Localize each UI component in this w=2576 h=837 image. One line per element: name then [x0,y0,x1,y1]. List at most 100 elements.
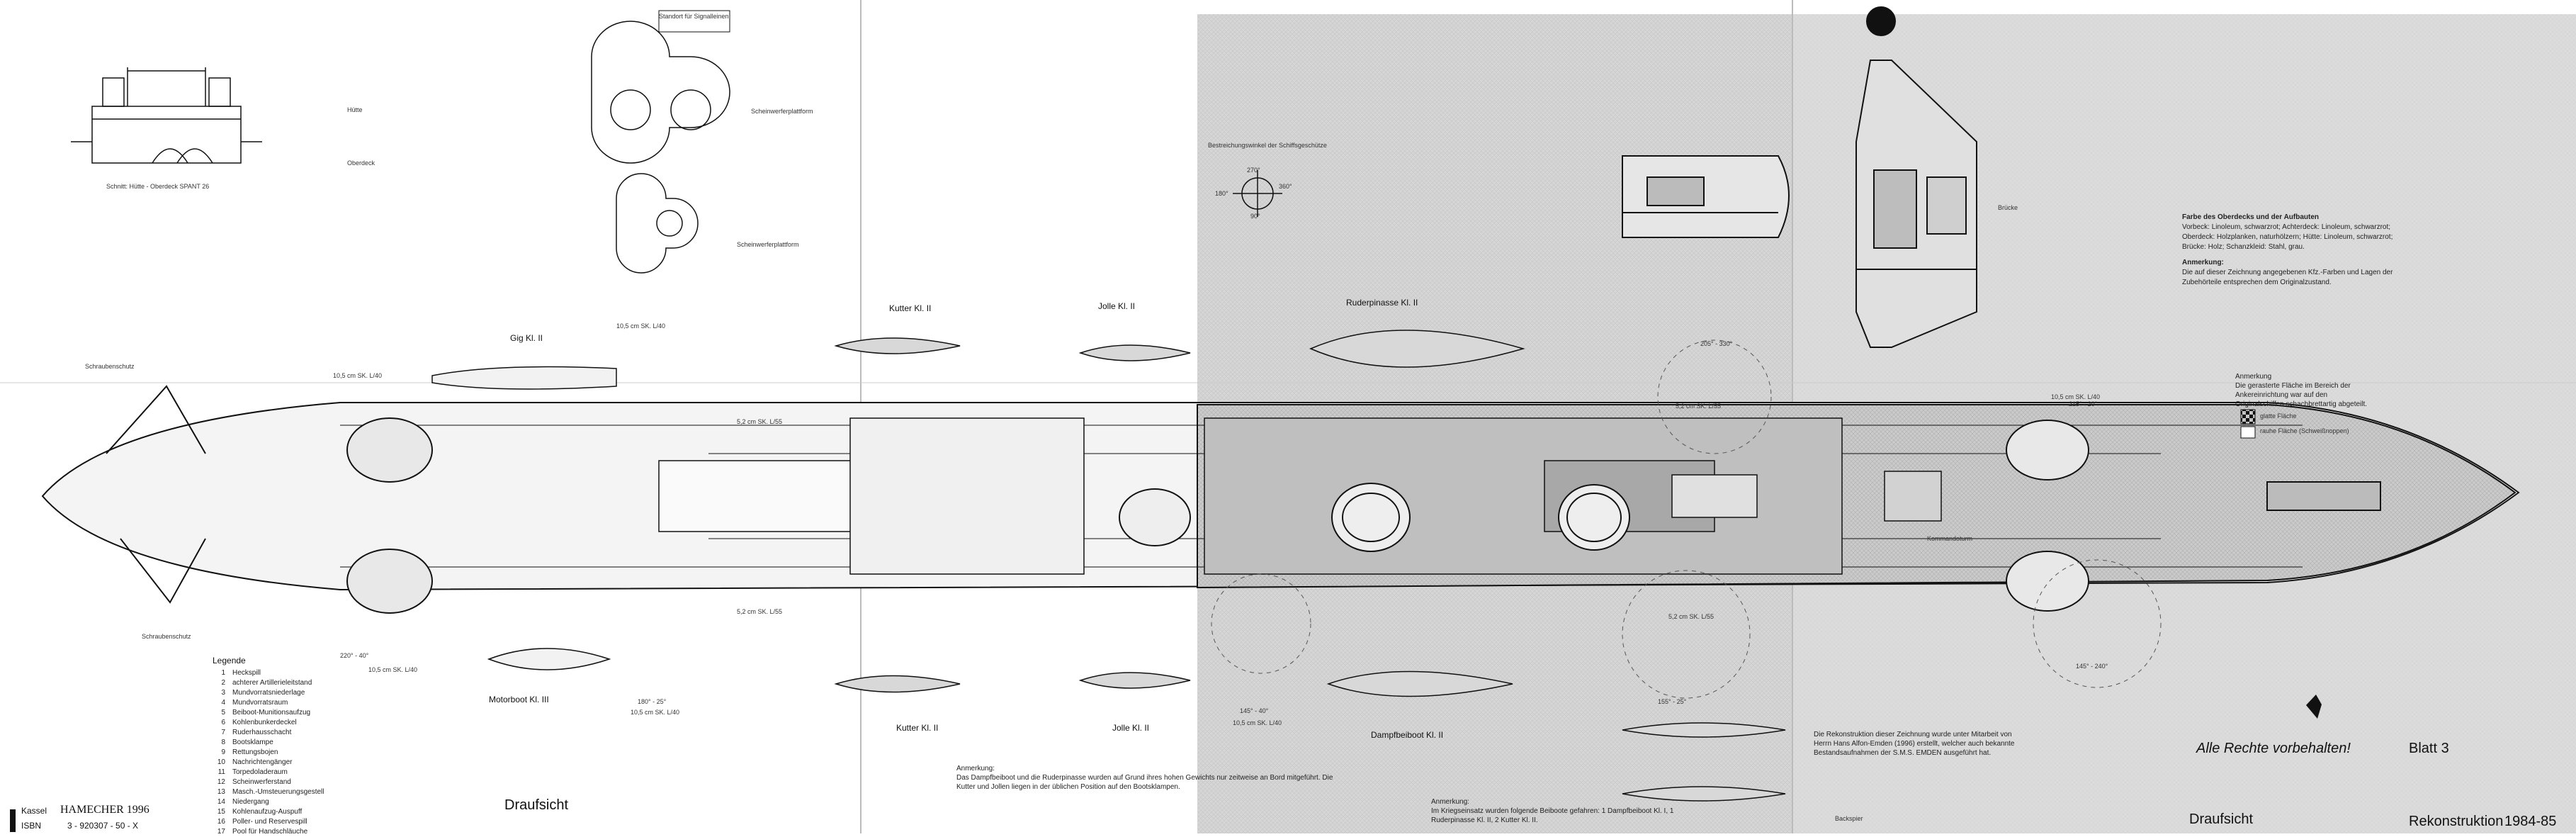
compass-label: Bestreichungswinkel der Schiffsgeschütze [1208,142,1327,149]
legend-row: 15 Kohlenaufzug-Auspuff [213,807,446,817]
legend-number: 6 [221,719,225,726]
color-notes-title: Farbe des Oberdecks und der Aufbauten [2182,213,2320,221]
legend-text: Scheinwerferstand [232,778,291,786]
rights-label: Alle Rechte vorbehalten! [2196,741,2351,756]
title-right: Draufsicht [2189,811,2254,827]
screwguard-bottom-label: Schraubenschutz [142,633,191,640]
legend-text: Kohlenbunkerdeckel [232,719,297,726]
angle-180: 180° [1215,190,1228,197]
color-notes-anm-text: Die auf dieser Zeichnung angegebenen Kfz… [2182,269,2393,286]
jolle-boat-top [1078,344,1191,361]
reconstruction-label: Rekonstruktion [2409,814,2504,829]
legend-number: 11 [218,768,225,776]
searchlight-label-1: Scheinwerferplattform [751,108,813,115]
angle-label: 145° - 240° [2076,663,2108,670]
smooth-surface-label: glatte Fläche [2260,412,2297,420]
boats-bottom [487,648,1786,802]
kutter-boat-top [834,337,961,354]
gun-label: 10,5 cm SK. L/40 [631,709,680,716]
angle-label: 220° - 40° [340,652,369,659]
dampfboot-label: Dampfbeiboot Kl. II [1371,730,1444,740]
legend-title: Legende [213,656,246,665]
angle-90: 90° [1250,213,1260,220]
gun-label: 5,2 cm SK. L/55 [1668,613,1714,620]
rough-surface-label: rauhe Fläche (Schweißnoppen) [2260,427,2349,434]
note-boats-title: Anmerkung: [956,765,995,773]
boats-top [431,330,1525,390]
note-reconstruction: Die Rekonstruktion dieser Zeichnung wurd… [1814,730,2026,758]
color-notes: Farbe des Oberdecks und der Aufbauten Vo… [2182,213,2395,288]
bridge-top-view [1855,6,1977,348]
gun-label: 10,5 cm SK. L/40 [333,372,383,379]
legend-text: Mundvorratsniederlage [232,689,305,697]
legend-number: 8 [221,738,225,746]
angle-label: 155° - 25° [1658,698,1687,705]
gun-label: 10,5 cm SK. L/40 [1233,719,1282,726]
legend-row: 3 Mundvorratsniederlage [213,688,446,698]
sheet-label: Blatt 3 [2409,741,2449,756]
gun-label: 5,2 cm SK. L/55 [737,418,783,425]
compass-diagram [1233,170,1282,217]
jolle-bottom-label: Jolle Kl. II [1112,723,1150,733]
note-boats-text: Das Dampfbeiboot und die Ruderpinasse wu… [956,774,1333,791]
legend-number: 7 [221,729,225,736]
note-reconstruction-text: Die Rekonstruktion dieser Zeichnung wurd… [1814,731,2015,757]
angle-label: 180° - 25° [638,698,667,705]
funnels [1119,483,1630,552]
gun-label: 10,5 cm SK. L/40 [368,666,418,673]
gun-label: 10,5 cm SK. L/40 [2051,393,2101,400]
kutter-bottom-label: Kutter Kl. II [896,723,939,733]
section-label: Schnitt: Hütte - Oberdeck SPANT 26 [106,183,210,190]
note-anchor-text: Die gerasterte Fläche im Bereich der Ank… [2235,382,2368,408]
legend-number: 5 [221,709,225,717]
legend-text: achterer Artillerieleitstand [232,679,312,687]
legend-text: Kohlenaufzug-Auspuff [232,808,303,816]
signal-stand-label: Standort für Signalleinen [659,13,729,20]
years-label: 1984-85 [2504,814,2557,829]
dampfboot-boat [1326,670,1513,697]
gun-turrets [346,417,2381,614]
angle-270: 270° [1247,167,1260,174]
backspier-label: Backspier [1835,815,1863,822]
gig-boat [431,366,617,390]
angle-360: 360° [1279,183,1292,190]
publisher-logo [10,809,16,832]
legend-number: 2 [221,679,225,687]
note-war-boats: Anmerkung: Im Kriegseinsatz wurden folge… [1431,797,1686,825]
jolle-boat-bottom [1078,672,1191,689]
legend-number: 15 [217,808,225,816]
publisher-name: HAMECHER 1996 [60,804,149,816]
searchlight-label-2: Scheinwerferplattform [737,241,799,248]
commandtower-label: Kommandoturm [1927,535,1973,542]
legend-row: 12 Scheinwerferstand [213,777,446,787]
kutter-boat-bottom [834,675,961,693]
legend-text: Masch.-Umsteuerungsgestell [232,788,324,796]
note-war-title: Anmerkung: [1431,798,1469,806]
legend-text: Nachrichtengänger [232,758,293,766]
title-left: Draufsicht [504,797,569,813]
legend-number: 3 [221,689,225,697]
searchlight-platform-2 [616,173,699,274]
note-war-text: Im Kriegseinsatz wurden folgende Beiboot… [1431,807,1674,824]
legend-text: Niedergang [232,798,269,806]
legend-number: 12 [217,778,225,786]
bridge-platform [1622,155,1790,238]
angle-label: 205° - 330° [1700,340,1733,347]
color-notes-text: Vorbeck: Linoleum, schwarzrot; Achterdec… [2182,223,2393,251]
legend-text: Mundvorratsraum [232,699,288,707]
huette-label: Hütte [347,106,363,113]
legend-number: 10 [217,758,225,766]
legend-row: 2 achterer Artillerieleitstand [213,678,446,688]
screw-guards [106,385,206,604]
